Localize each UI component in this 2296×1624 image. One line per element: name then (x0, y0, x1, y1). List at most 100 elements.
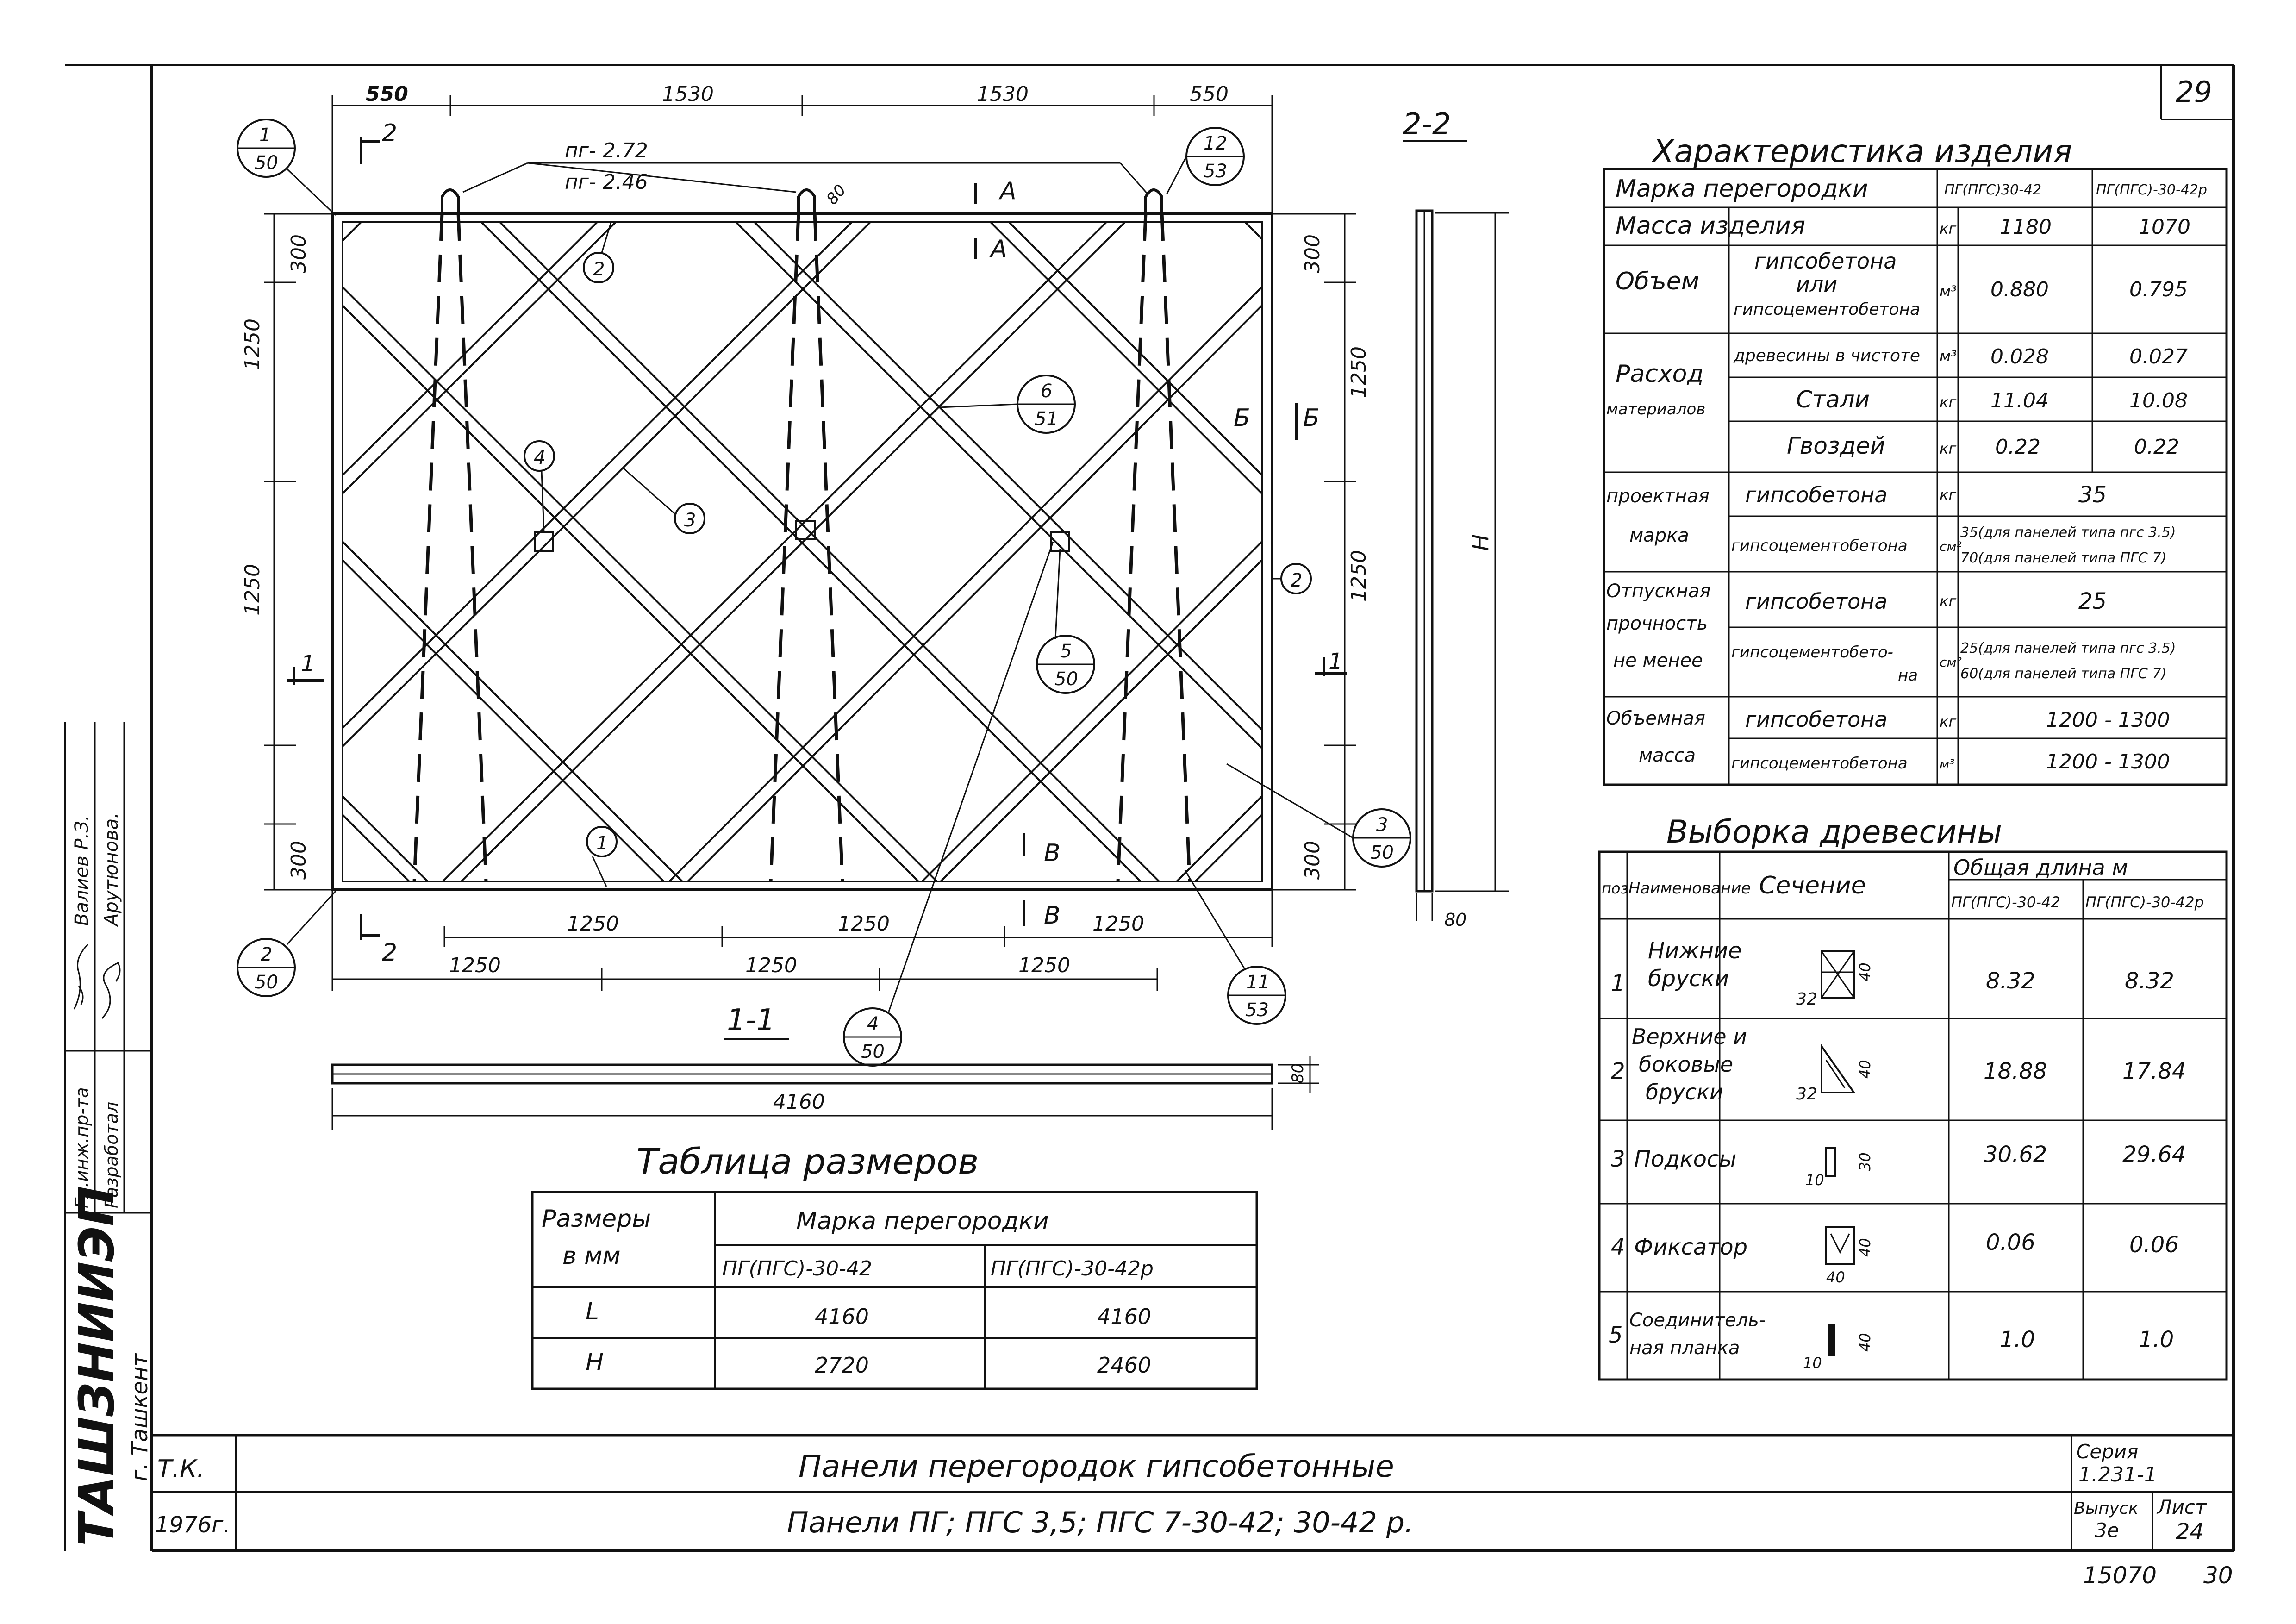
wood-row-1-v1: 8.32 (1986, 968, 2035, 994)
char-rashod-label-1: Расход (1616, 360, 1703, 388)
wood-row-5-v1: 1.0 (2000, 1327, 2035, 1353)
char-volume-1: 0.880 (1990, 278, 2049, 301)
wood-table: Выборка древесины поз Наименование Сечен… (1598, 814, 2228, 1381)
left-dimensions: 300 1250 1250 300 (241, 213, 332, 891)
char-steel-desc: Стали (1796, 386, 1870, 413)
org-city: г. Ташкент (127, 1353, 153, 1481)
panel-elevation (331, 188, 1273, 891)
char-volume-desc-1: гипсобетона (1754, 249, 1897, 274)
title-sheet-value: 24 (2176, 1519, 2204, 1545)
section-1-1: 1-1 80 4160 (331, 1003, 1319, 1130)
char-steel-1: 11.04 (1990, 389, 2049, 412)
char-otp-label-1: Отпускная (1606, 581, 1711, 602)
cut-b-right-label: Б (1303, 404, 1320, 432)
char-wood-unit: м³ (1940, 347, 1957, 365)
char-volume-desc-3: гипсоцементобетона (1734, 300, 1920, 319)
bottom-dim-2b: 1250 (745, 954, 797, 977)
size-col-mark-2: ПГ(ПГС)-30-42р (991, 1257, 1154, 1280)
bottom-dim-1a: 1250 (567, 912, 619, 936)
wood-col-len-1: ПГ(ПГС)-30-42 (1951, 893, 2060, 911)
wood-row-2-d1: 32 (1796, 1085, 1817, 1104)
callout-3-50-den: 50 (1370, 842, 1394, 863)
hook-label-2: пг- 2.46 (565, 170, 648, 194)
pos-marker-1: 1 (596, 833, 608, 854)
char-mark-2: ПГ(ПГС)-30-42р (2096, 182, 2207, 198)
char-dens-label-1: Объемная (1606, 708, 1705, 729)
callout-1-50-den: 50 (255, 152, 278, 174)
wood-row-2-v1: 18.88 (1984, 1058, 2047, 1084)
char-volume-label: Объем (1616, 268, 1699, 295)
signature-1 (73, 943, 89, 1010)
wood-col-name: Наименование (1628, 879, 1751, 898)
char-dens-gcb-unit: м³ (1940, 756, 1954, 772)
signature-2 (101, 962, 121, 1019)
wood-row-4-v1: 0.06 (1986, 1230, 2035, 1255)
wood-row-3-pos: 3 (1611, 1146, 1625, 1172)
char-otp-gb-val: 25 (2078, 588, 2107, 614)
top-dim-3: 1530 (977, 82, 1029, 106)
char-mass-2: 1070 (2139, 215, 2190, 239)
wood-row-3-d2: 30 (1856, 1152, 1874, 1171)
stamp-role-1: Гл.инж.пр-та (72, 1087, 92, 1209)
wood-row-1-d2: 40 (1856, 962, 1874, 981)
wood-row-2-name-2: боковые (1639, 1052, 1733, 1077)
cut-b-left-label: Б (1234, 404, 1250, 432)
cut-1-right-label: 1 (1329, 649, 1343, 675)
callout-2-50-num: 2 (261, 944, 272, 965)
callout-6-51-den: 51 (1035, 408, 1058, 430)
top-dim-4: 550 (1190, 82, 1229, 106)
wood-row-3-name-1: Подкосы (1634, 1146, 1736, 1172)
section-11-thk: 80 (1289, 1063, 1307, 1083)
top-dimensions: 550 1530 1530 550 (331, 82, 1273, 213)
char-otp-gcb-2: на (1898, 666, 1918, 685)
top-dim-2: 1530 (662, 82, 714, 106)
wood-row-4-pos: 4 (1611, 1234, 1625, 1260)
callout-1-50-num: 1 (259, 125, 271, 146)
title-block: Т.К. 1976г. Панели перегородок гипсобето… (152, 1434, 2234, 1551)
cut-a-top-label: А (998, 177, 1017, 205)
wood-row-1-d1: 32 (1796, 990, 1817, 1009)
callout-2-50-den: 50 (255, 972, 278, 993)
wood-row-5-pos: 5 (1609, 1322, 1623, 1348)
pos-marker-4: 4 (534, 447, 545, 468)
callout-6-51: 6 51 (939, 375, 1076, 434)
wood-row-2-v2: 17.84 (2122, 1058, 2186, 1084)
cut-a-bottom-label: А (989, 235, 1007, 263)
char-dens-gb-unit: кг (1940, 713, 1956, 731)
char-otp-gb-unit: кг (1940, 593, 1956, 610)
wood-col-pos: поз (1602, 880, 1628, 897)
left-dim-2: 1250 (241, 319, 264, 370)
title-year: 1976г. (155, 1512, 231, 1538)
title-line-1: Панели перегородок гипсобетонные (799, 1449, 1394, 1484)
callouts: 1 50 12 53 6 51 5 50 2 (237, 119, 1411, 1067)
wood-row-1-pos: 1 (1611, 970, 1625, 996)
stamp-name-2: Арутюнова. (101, 812, 122, 927)
bottom-dim-1c: 1250 (1092, 912, 1144, 936)
cut-v-top-label: В (1044, 839, 1061, 867)
char-otp-gcb-val-2: 60(для панелей типа ПГС 7) (1960, 666, 2166, 682)
char-dens-gb-val: 1200 - 1300 (2046, 708, 2170, 732)
sheet-number-box: 29 (2160, 65, 2234, 120)
wood-row-1-name-1: Нижние (1648, 938, 1742, 964)
callout-11-53-num: 11 (1246, 972, 1270, 993)
callout-4-50-num: 4 (867, 1013, 879, 1035)
top-dim-1: 550 (366, 82, 408, 106)
left-dim-4: 300 (287, 841, 311, 880)
bottom-dimensions: 1250 1250 1250 1250 1250 1250 (331, 890, 1273, 991)
size-col-unit: в мм (562, 1242, 621, 1270)
wood-row-2-pos: 2 (1611, 1058, 1625, 1084)
wood-row-4-v2: 0.06 (2129, 1232, 2179, 1258)
section-11-title: 1-1 (727, 1003, 775, 1037)
callout-2-50: 2 50 (237, 890, 337, 997)
char-wood-1: 0.028 (1990, 345, 2049, 369)
char-steel-2: 10.08 (2129, 389, 2188, 412)
char-wood-desc: древесины в чистоте (1733, 346, 1920, 365)
section-22-height: Н (1468, 534, 1494, 551)
char-dens-gcb-val: 1200 - 1300 (2046, 750, 2170, 774)
serial-number: 15070 (2083, 1562, 2157, 1589)
char-mass-unit: кг (1940, 220, 1956, 237)
wood-col-section: Сечение (1759, 872, 1866, 899)
cut-v-bottom-label: В (1044, 902, 1061, 930)
stamp-role-2: Разработал (101, 1102, 122, 1208)
